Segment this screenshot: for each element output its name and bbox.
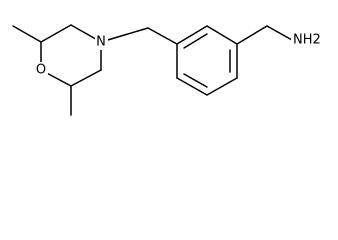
- benzyl-linker: [100, 27, 178, 45]
- nitrogen-label: N: [96, 35, 106, 50]
- oxygen-label-bg: [34, 62, 48, 78]
- aminomethyl-group: [236, 25, 293, 45]
- amine-label: NH2: [293, 33, 321, 48]
- nitrogen-atom: N: [95, 34, 108, 50]
- bond-ring-ch2: [236, 25, 268, 45]
- benzene-bond-2: [206, 25, 238, 45]
- morpholine-ring: [12, 24, 102, 116]
- benzene-double-inner-1: [183, 33, 208, 49]
- bond-n-ch2: [100, 27, 149, 43]
- methyl-bond-top: [12, 25, 42, 43]
- amine-label-bg: [291, 32, 331, 48]
- benzene-double-inner-3: [183, 73, 208, 88]
- bond-ch2-nh2: [266, 25, 293, 41]
- benzene-bond-4: [206, 77, 238, 96]
- chemical-structure-diagram: N O NH2: [12, 24, 331, 116]
- bond-ch2-ring: [147, 27, 178, 45]
- bond-c3-c4: [70, 69, 102, 87]
- structure-canvas: N O NH2: [12, 24, 331, 116]
- benzene-bond-1: [176, 25, 208, 45]
- benzene-ring: [176, 25, 238, 96]
- oxygen-label: O: [36, 63, 46, 78]
- benzene-bond-5: [176, 77, 208, 96]
- nitrogen-label-bg: [95, 34, 108, 50]
- bond-c1-c2: [40, 24, 72, 43]
- amine-group-label: NH2: [291, 32, 331, 48]
- oxygen-atom: O: [34, 62, 48, 78]
